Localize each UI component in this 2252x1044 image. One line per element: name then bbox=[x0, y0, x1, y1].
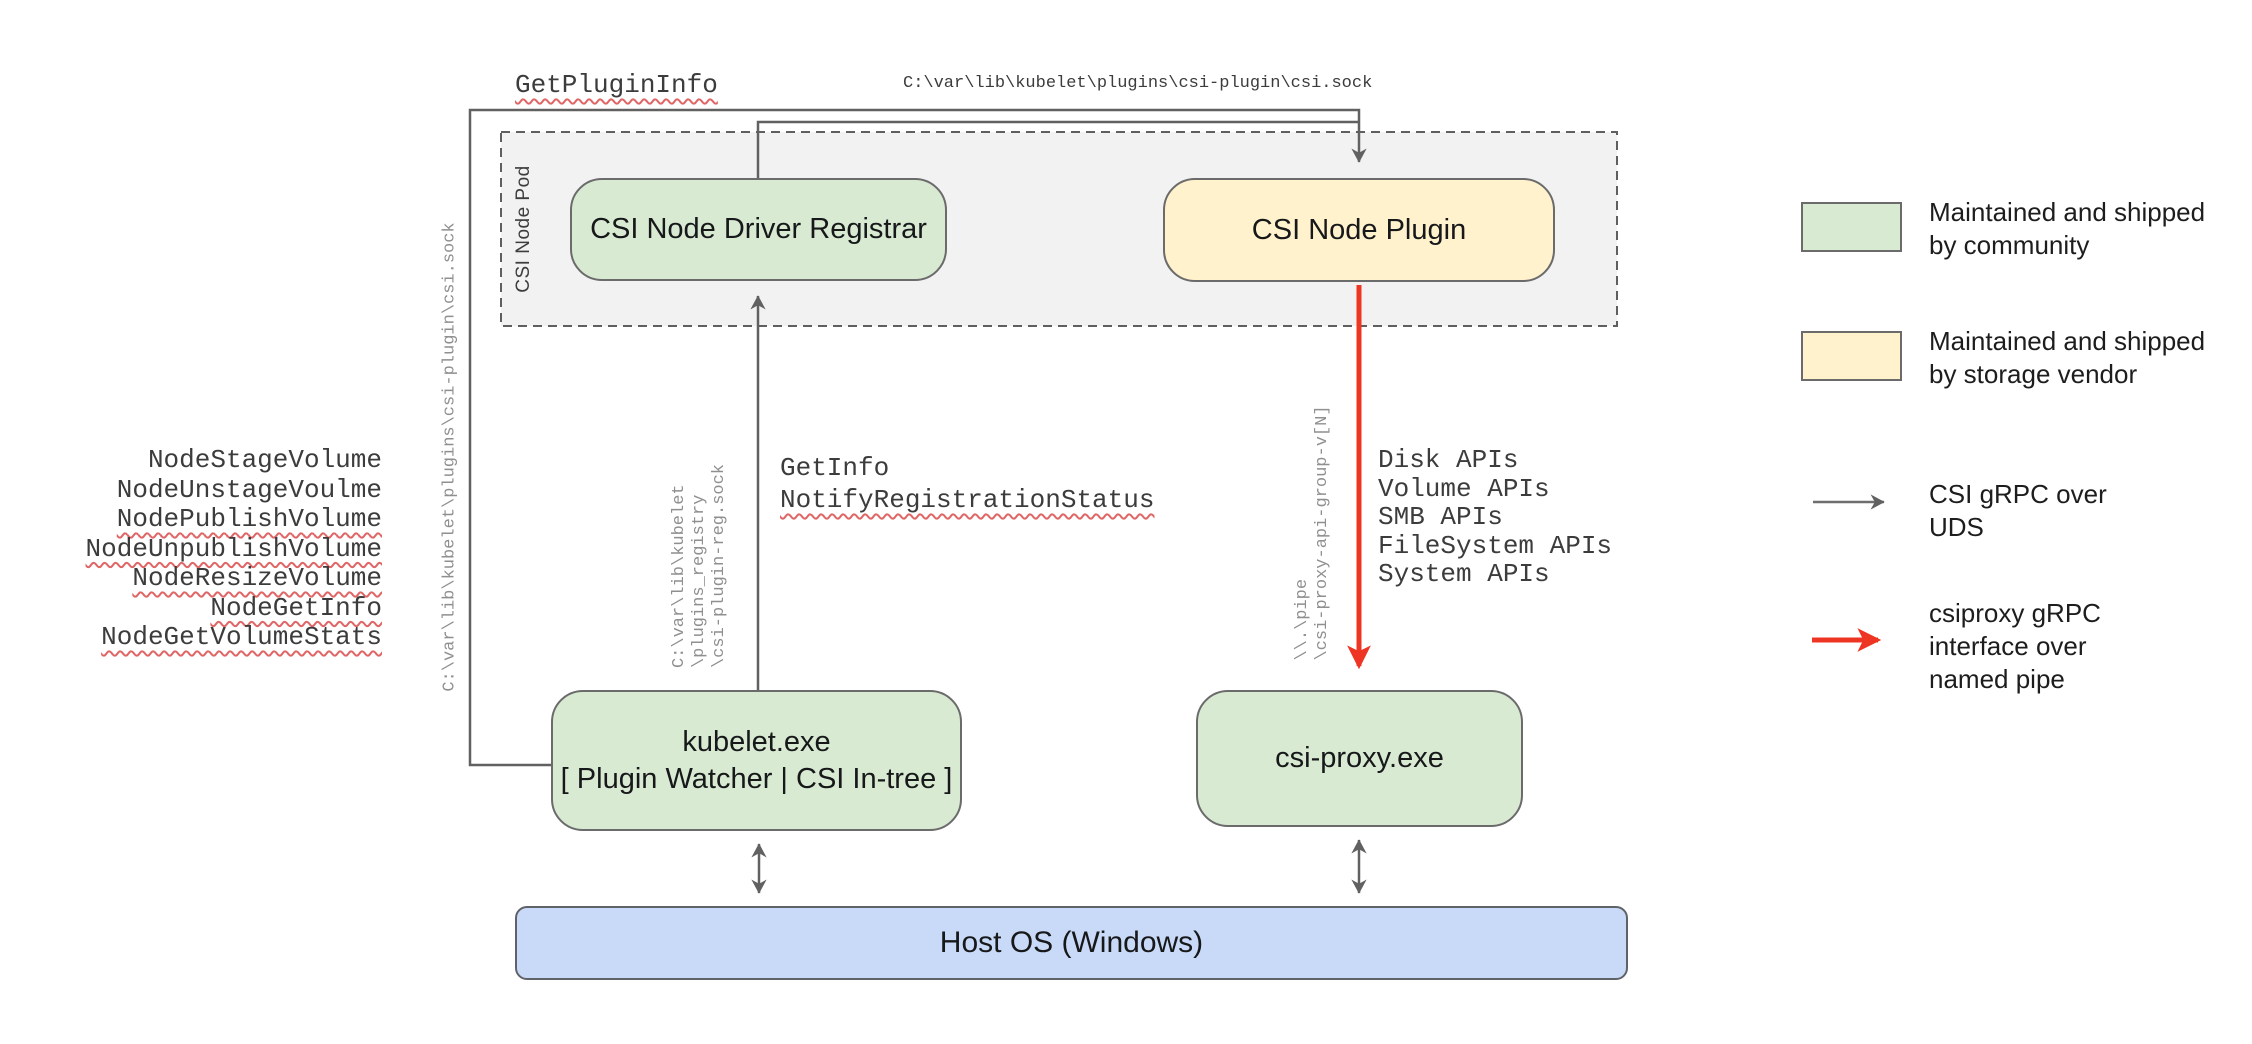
registry-sock-line3: \csi-plugin-reg.sock bbox=[710, 463, 729, 669]
node-api-item: NodeUnpublishVolume bbox=[85, 533, 382, 564]
legend-vendor-line2: by storage vendor bbox=[1929, 359, 2138, 389]
legend-pipe-text: csiproxy gRPC interface over named pipe bbox=[1929, 597, 2101, 696]
csi-node-pod-label: CSI Node Pod bbox=[513, 165, 534, 293]
node-api-item: NodeGetVolumeStats bbox=[101, 622, 382, 652]
node-api-item: NodeUnstageVoulme bbox=[116, 474, 382, 505]
kubelet-name: kubelet.exe bbox=[682, 725, 831, 758]
getplugininfo-label: GetPluginInfo bbox=[515, 70, 718, 100]
legend-pipe-line1: csiproxy gRPC bbox=[1929, 598, 2101, 628]
node-api-item: NodeStageVolume bbox=[147, 445, 382, 475]
node-api-item: NodeResizeVolume bbox=[132, 563, 382, 593]
named-pipe-path-label: \\.\pipe \csi-proxy-api-group-v[N] bbox=[1293, 405, 1333, 660]
proxy-api-item: SMB APIs bbox=[1378, 502, 1503, 532]
getinfo-label: GetInfo bbox=[780, 453, 890, 483]
legend-pipe-line2: interface over bbox=[1929, 631, 2087, 661]
legend-community-line2: by community bbox=[1929, 230, 2090, 260]
legend-uds-text: CSI gRPC over UDS bbox=[1929, 478, 2107, 544]
node-api-item: NodeGetInfo bbox=[210, 592, 382, 623]
node-api-item: NodePublishVolume bbox=[116, 504, 382, 534]
proxy-api-item: FileSystem APIs bbox=[1378, 530, 1613, 561]
legend-vendor-swatch bbox=[1801, 331, 1902, 381]
csi-sock-path-vertical-label: C:\var\lib\kubelet\plugins\csi-plugin\cs… bbox=[440, 222, 460, 692]
legend-pipe-line3: named pipe bbox=[1929, 664, 2065, 694]
pipe-path-line2: \csi-proxy-api-group-v[N] bbox=[1313, 405, 1332, 661]
kubelet-box-label: kubelet.exe [ Plugin Watcher | CSI In-tr… bbox=[561, 724, 953, 798]
notify-registration-status-label: NotifyRegistrationStatus bbox=[780, 485, 1155, 515]
proxy-api-item: System APIs bbox=[1378, 559, 1550, 589]
proxy-api-item: Disk APIs bbox=[1378, 445, 1519, 475]
kubelet-box: kubelet.exe [ Plugin Watcher | CSI In-tr… bbox=[551, 690, 962, 831]
registry-sock-line2: \plugins_registry bbox=[690, 494, 709, 669]
csi-sock-path-label: C:\var\lib\kubelet\plugins\csi-plugin\cs… bbox=[903, 74, 1373, 93]
legend-community-swatch bbox=[1801, 202, 1902, 252]
registry-sock-path-label: C:\var\lib\kubelet \plugins_registry \cs… bbox=[670, 464, 730, 668]
csi-node-driver-registrar-box: CSI Node Driver Registrar bbox=[570, 178, 947, 281]
legend-community-line1: Maintained and shipped bbox=[1929, 197, 2206, 227]
registry-sock-line1: C:\var\lib\kubelet bbox=[670, 484, 689, 669]
legend-uds-line1: CSI gRPC over bbox=[1929, 479, 2107, 509]
node-api-list: NodeStageVolume NodeUnstageVoulme NodePu… bbox=[80, 445, 382, 653]
uds-line-registrar-getplugininfo bbox=[756, 120, 1358, 178]
legend-community-text: Maintained and shipped by community bbox=[1929, 196, 2205, 262]
legend-uds-line2: UDS bbox=[1929, 512, 1984, 542]
kubelet-subtitle: [ Plugin Watcher | CSI In-tree ] bbox=[560, 762, 953, 795]
legend-vendor-text: Maintained and shipped by storage vendor bbox=[1929, 325, 2205, 391]
csi-node-plugin-box: CSI Node Plugin bbox=[1163, 178, 1555, 282]
proxy-api-list: Disk APIs Volume APIs SMB APIs FileSyste… bbox=[1378, 446, 1612, 589]
csi-proxy-box: csi-proxy.exe bbox=[1196, 690, 1523, 827]
host-os-box: Host OS (Windows) bbox=[515, 906, 1628, 980]
uds-line-kubelet-to-plugin bbox=[468, 108, 1367, 767]
legend-vendor-line1: Maintained and shipped bbox=[1929, 326, 2206, 356]
pipe-path-line1: \\.\pipe bbox=[1293, 578, 1312, 661]
proxy-api-item: Volume APIs bbox=[1378, 473, 1550, 504]
